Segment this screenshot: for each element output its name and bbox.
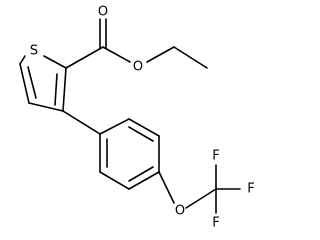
bond-c3-phenyl — [62, 110, 101, 135]
bond-c4-c5 — [19, 63, 30, 104]
bond-ch2-ch3 — [173, 46, 208, 69]
phenyl-ring — [62, 110, 160, 190]
fluorine-bottom-label: F — [212, 216, 219, 231]
fluorine-right-label: F — [247, 182, 254, 197]
trifluoromethoxy-group — [158, 164, 241, 214]
bond-ph5-ph6 — [99, 171, 130, 190]
bond-c5-s — [19, 55, 26, 65]
carbonyl-oxygen-label: O — [98, 5, 108, 20]
bond-s-c2 — [43, 55, 67, 69]
bond-ether-o-cf3 — [185, 188, 217, 209]
bond-c2-carbonyl — [65, 46, 104, 69]
thiophene-ring — [19, 55, 67, 112]
bond-ph4-ether-o — [158, 171, 175, 204]
structure-canvas: S O O O F F F — [19, 4, 255, 231]
fluorine-top-label: F — [212, 149, 219, 164]
ester-oxygen-label: O — [133, 60, 143, 75]
bond-c2-c3-inner — [54, 73, 58, 106]
bond-ph2-ph3 — [128, 118, 160, 137]
bond-c4-c5-inner — [27, 66, 37, 99]
bond-c3-c4 — [28, 102, 64, 112]
atom-labels: S O O O F F F — [30, 5, 255, 231]
bond-ph4-ph5-inner — [128, 166, 154, 182]
bond-ph2-ph3-inner — [128, 126, 154, 142]
bond-c2-c3 — [62, 67, 67, 112]
bond-ph4-ph5 — [128, 171, 160, 190]
bond-ester-o-ch2 — [146, 46, 175, 63]
sulfur-atom-label: S — [30, 44, 38, 59]
bond-ph1-ph2 — [99, 118, 130, 135]
ether-oxygen-label: O — [175, 204, 185, 219]
molecule-structure: S O O O F F F — [19, 5, 255, 231]
bond-carbonyl-ester-o — [102, 46, 131, 63]
ester-group — [65, 18, 208, 69]
